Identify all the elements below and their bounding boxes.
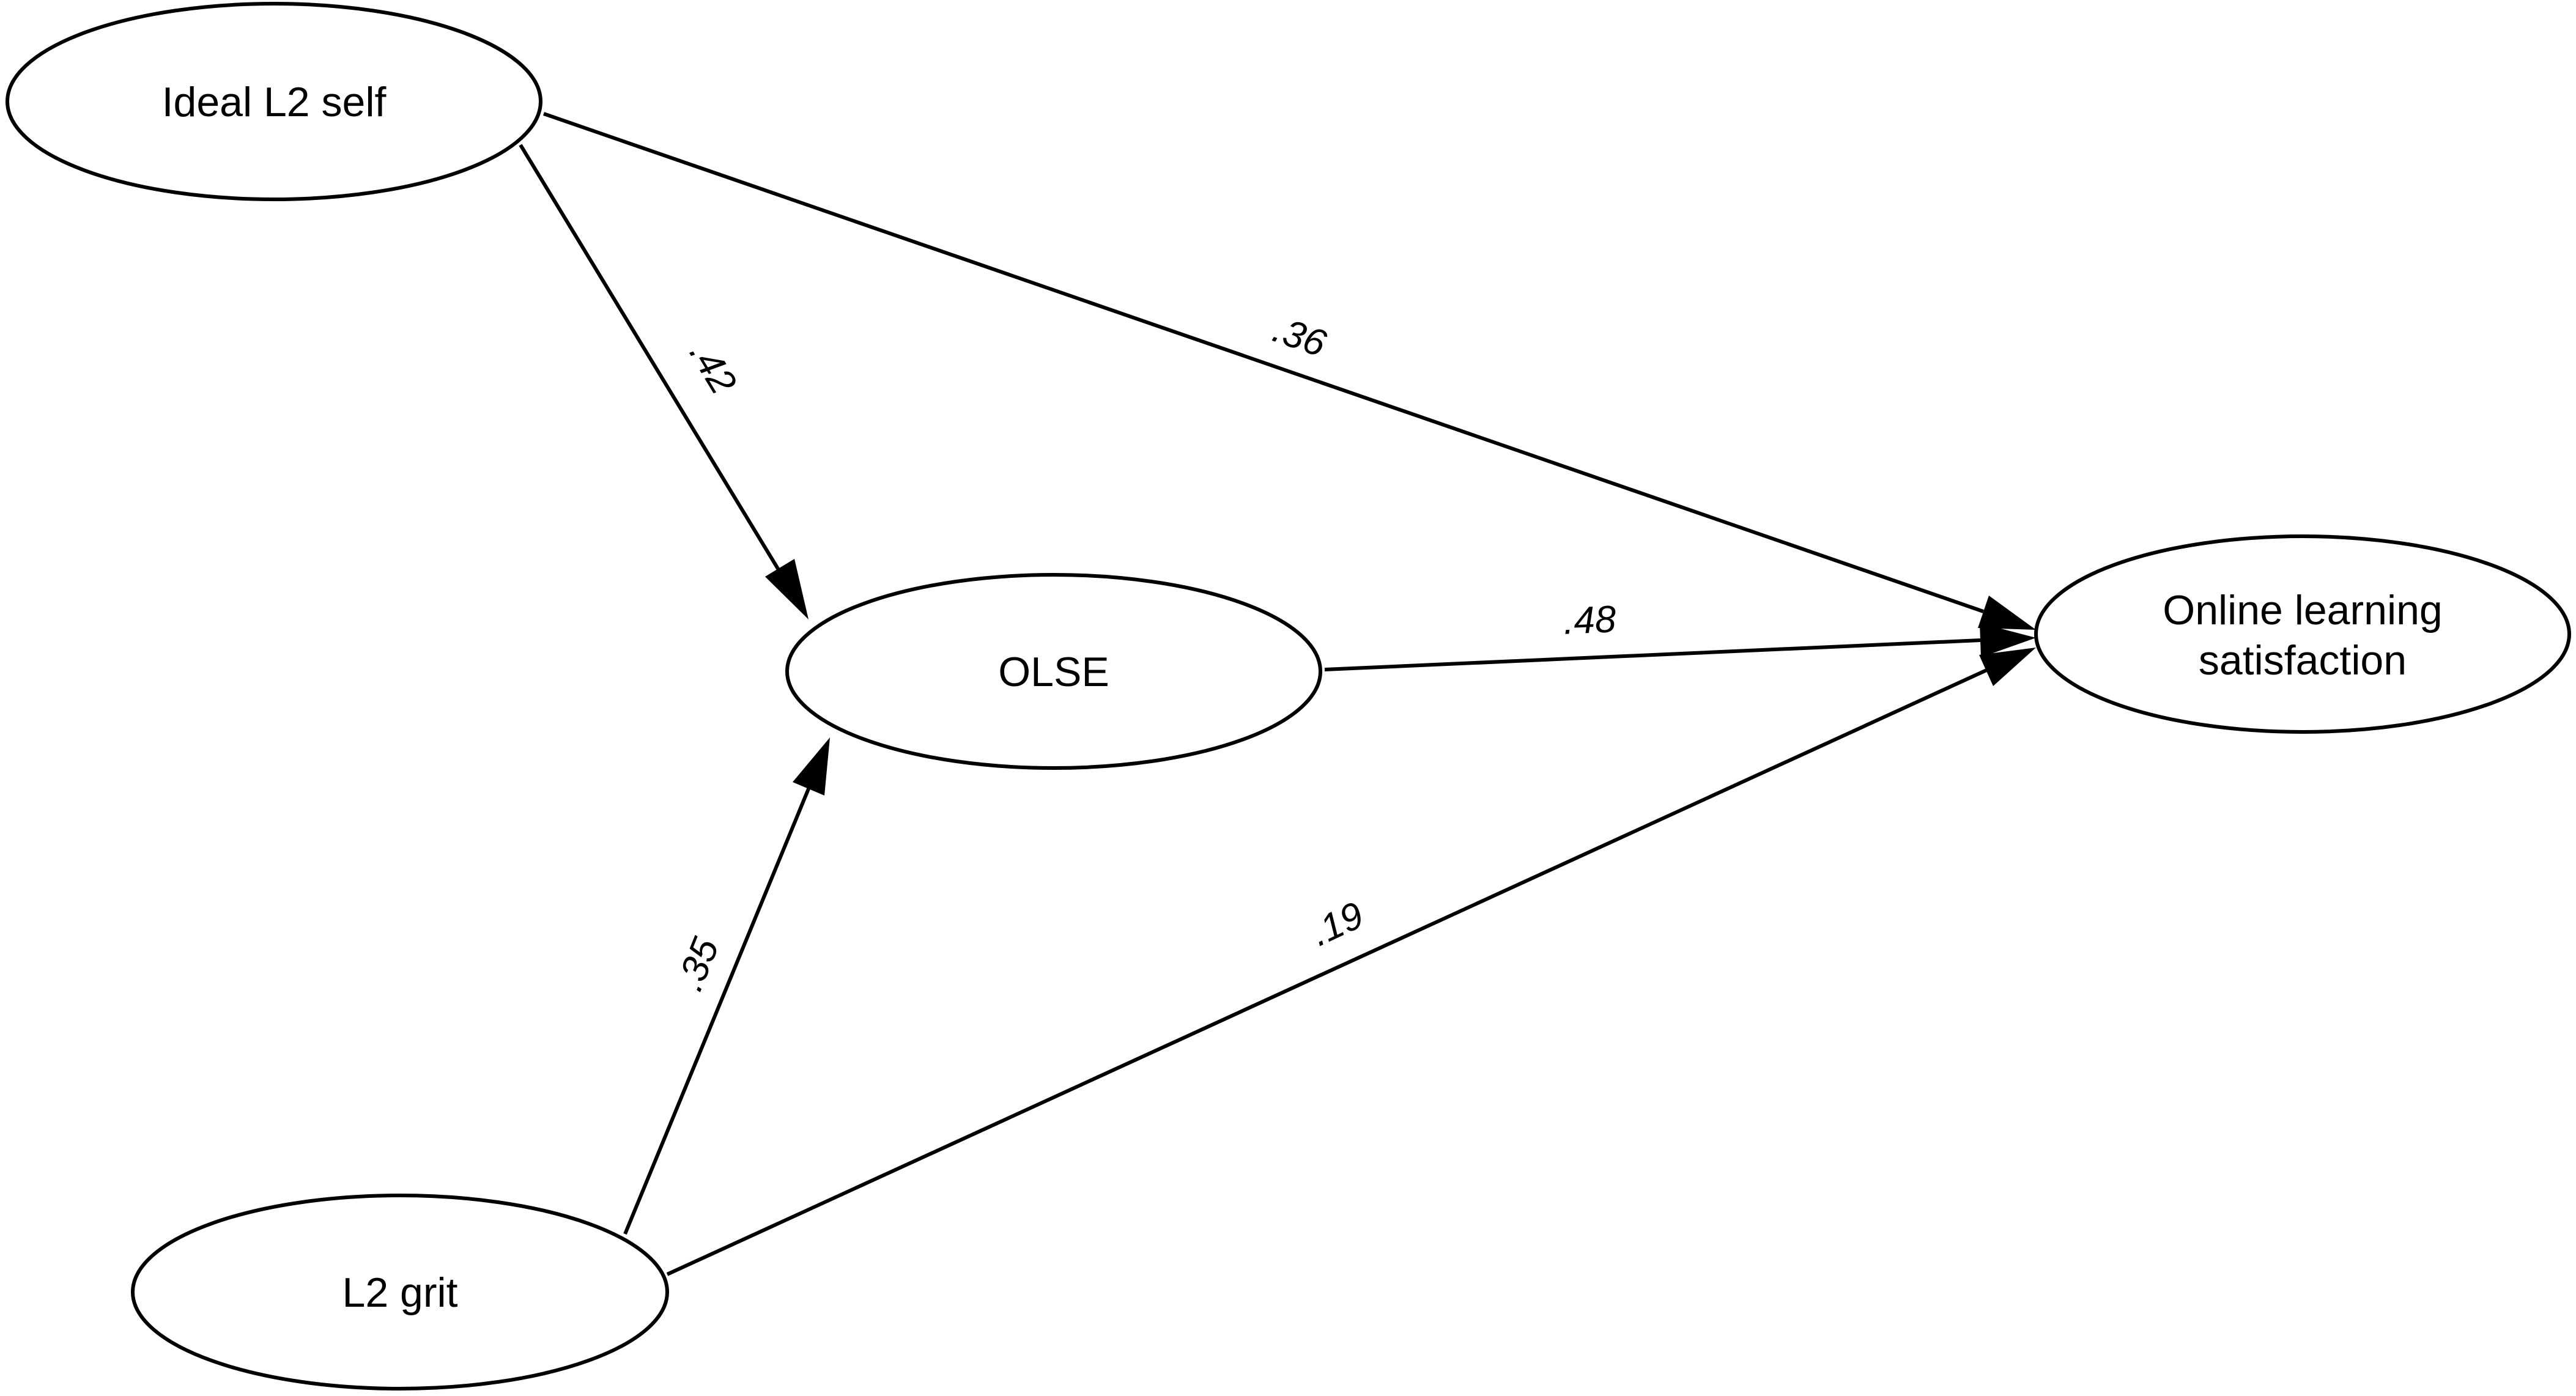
edge-label-olse-to-satisfaction: .48 [1563,598,1618,643]
node-label-satisfaction-line-2: satisfaction [2199,637,2407,684]
edge-ideal-to-olse [519,144,809,619]
node-label-satisfaction-line-1: Online learning [2163,587,2442,633]
node-olse: OLSE [785,573,1322,770]
edge-olse-to-satisfaction [1324,623,2036,671]
edge-label-grit-to-satisfaction: .19 [1305,894,1370,955]
edge-ideal-to-satisfaction [543,112,2036,630]
node-label-l2-grit: L2 grit [342,1269,458,1316]
edge-label-ideal-to-satisfaction: .36 [1268,308,1331,365]
node-ideal-l2-self: Ideal L2 self [6,2,542,201]
node-label-ideal-l2-self: Ideal L2 self [162,79,387,125]
node-label-olse: OLSE [998,649,1109,695]
node-online-learning-satisfaction: Online learning satisfaction [2034,534,2571,734]
edge-grit-to-olse [623,737,830,1235]
edge-label-grit-to-olse: .35 [668,932,727,997]
edge-grit-to-satisfaction [666,648,2036,1276]
edge-label-ideal-to-olse: .42 [681,334,745,401]
node-l2-grit: L2 grit [131,1194,669,1390]
